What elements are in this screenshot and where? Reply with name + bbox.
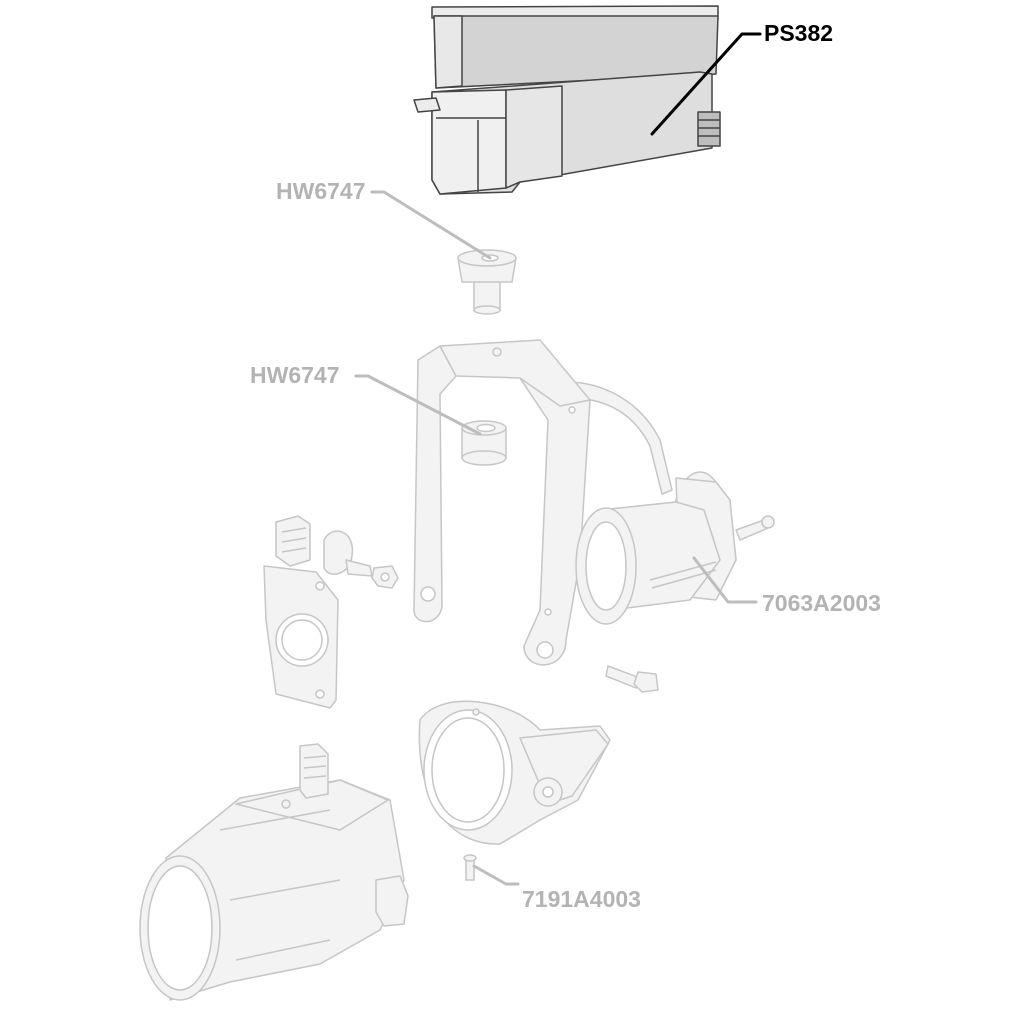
leader-7063a2003 [692,556,758,604]
leader-hw6747-mid [354,374,482,436]
center-collar[interactable] [418,700,611,845]
label-7191a4003[interactable]: 7191A4003 [522,886,641,912]
label-ps382[interactable]: PS382 [764,20,834,46]
hw6747-top-part[interactable] [457,249,517,315]
small-bolt[interactable] [605,664,659,693]
7191a4003-screw[interactable] [463,854,477,881]
leader-ps382 [650,32,762,136]
label-7063a2003[interactable]: 7063A2003 [762,590,881,616]
leader-hw6747-top [370,190,492,260]
7063a2003-cylinder[interactable] [575,471,775,625]
hw6747-mid-part[interactable] [461,420,507,466]
side-knob-assembly[interactable] [263,515,399,709]
leader-lines [354,32,762,886]
lens-barrel[interactable] [139,743,409,1001]
label-hw6747-top[interactable]: HW6747 [276,178,366,204]
ps382-power-supply[interactable] [413,5,721,195]
leader-7191a4003 [472,864,520,886]
yoke-bracket[interactable] [413,339,673,666]
label-hw6747-mid[interactable]: HW6747 [250,362,340,388]
